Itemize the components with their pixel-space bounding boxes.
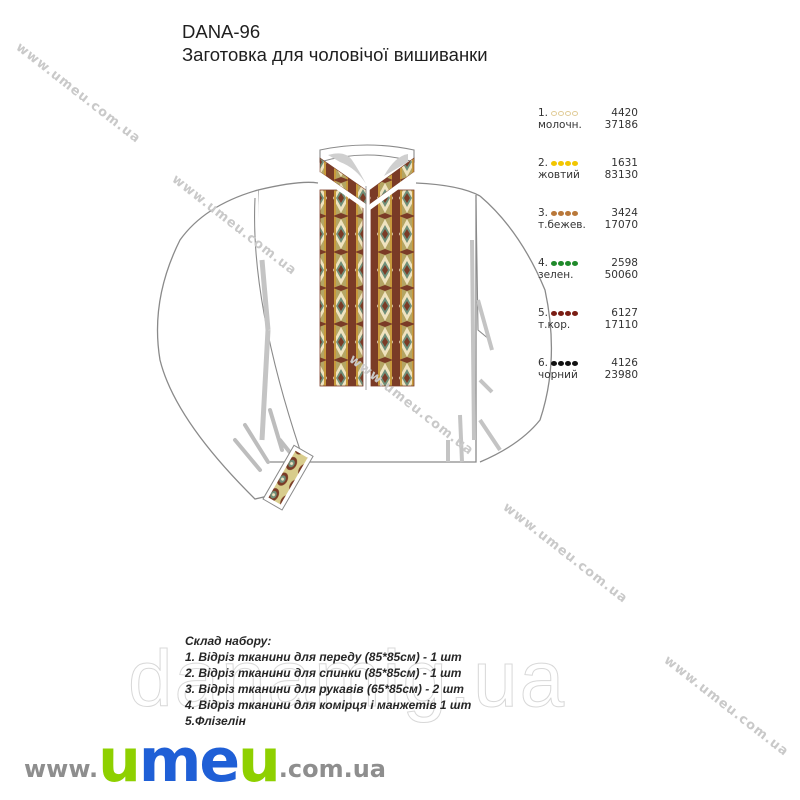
composition-line: 3. Відріз тканини для рукавів (65*85см) … [185, 682, 464, 696]
color-name: жовтий [538, 169, 580, 181]
legend-entry: 1. 4420 молочн. 37186 [538, 107, 638, 157]
color-name: чорний [538, 369, 578, 381]
thread-code-secondary: 83130 [604, 169, 638, 181]
thread-code-primary: 4126 [611, 357, 638, 369]
composition-line: 1. Відріз тканини для переду (85*85см) -… [185, 650, 462, 664]
thread-code-secondary: 17110 [604, 319, 638, 331]
composition-line: 2. Відріз тканини для спинки (85*85см) -… [185, 666, 462, 680]
legend-number: 6. [538, 357, 549, 369]
color-swatch-icon [551, 110, 579, 116]
thread-code-secondary: 50060 [604, 269, 638, 281]
legend-entry: 4. 2598 зелен. 50060 [538, 257, 638, 307]
color-swatch-icon [551, 260, 579, 266]
brand-letter-u: u [98, 726, 141, 796]
color-swatch-icon [551, 160, 579, 166]
color-name: т.кор. [538, 319, 571, 331]
composition-line: 4. Відріз тканини для комірця і манжетів… [185, 698, 472, 712]
color-name: молочн. [538, 119, 582, 131]
legend-entry: 5. 6127 т.кор. 17110 [538, 307, 638, 357]
legend-entry: 6. 4126 чорний 23980 [538, 357, 638, 407]
brand-letter-u: u [238, 726, 281, 796]
color-name: т.бежев. [538, 219, 586, 231]
product-title: Заготовка для чоловічої вишиванки [182, 44, 488, 65]
background-watermark: danamig.ua [127, 634, 567, 724]
legend-number: 5. [538, 307, 549, 319]
legend-number: 3. [538, 207, 549, 219]
legend-entry: 3. 3424 т.бежев. 17070 [538, 207, 638, 257]
legend-number: 1. [538, 107, 549, 119]
legend-number: 2. [538, 157, 549, 169]
legend-entry: 2. 1631 жовтий 83130 [538, 157, 638, 207]
composition-line: 5.Флізелін [185, 714, 246, 728]
thread-code-secondary: 17070 [604, 219, 638, 231]
thread-color-legend: 1. 4420 молочн. 37186 2. 1631 жовтий 831… [538, 107, 638, 407]
thread-code-secondary: 23980 [604, 369, 638, 381]
color-swatch-icon [551, 310, 579, 316]
brand-domain: .com.ua [278, 755, 387, 783]
color-swatch-icon [551, 360, 579, 366]
brand-logo[interactable]: www. u me u .com.ua [24, 726, 387, 796]
brand-www: www. [24, 755, 99, 783]
thread-code-primary: 6127 [611, 307, 638, 319]
legend-number: 4. [538, 257, 549, 269]
thread-code-primary: 3424 [611, 207, 638, 219]
color-swatch-icon [551, 210, 579, 216]
composition-heading: Склад набору: [185, 634, 272, 648]
color-name: зелен. [538, 269, 574, 281]
thread-code-secondary: 37186 [604, 119, 638, 131]
thread-code-primary: 2598 [611, 257, 638, 269]
kit-composition: Склад набору: 1. Відріз тканини для пере… [185, 633, 471, 729]
thread-code-primary: 4420 [611, 107, 638, 119]
thread-code-primary: 1631 [611, 157, 638, 169]
product-code: DANA-96 [182, 21, 261, 42]
brand-letters-me: me [138, 726, 240, 796]
